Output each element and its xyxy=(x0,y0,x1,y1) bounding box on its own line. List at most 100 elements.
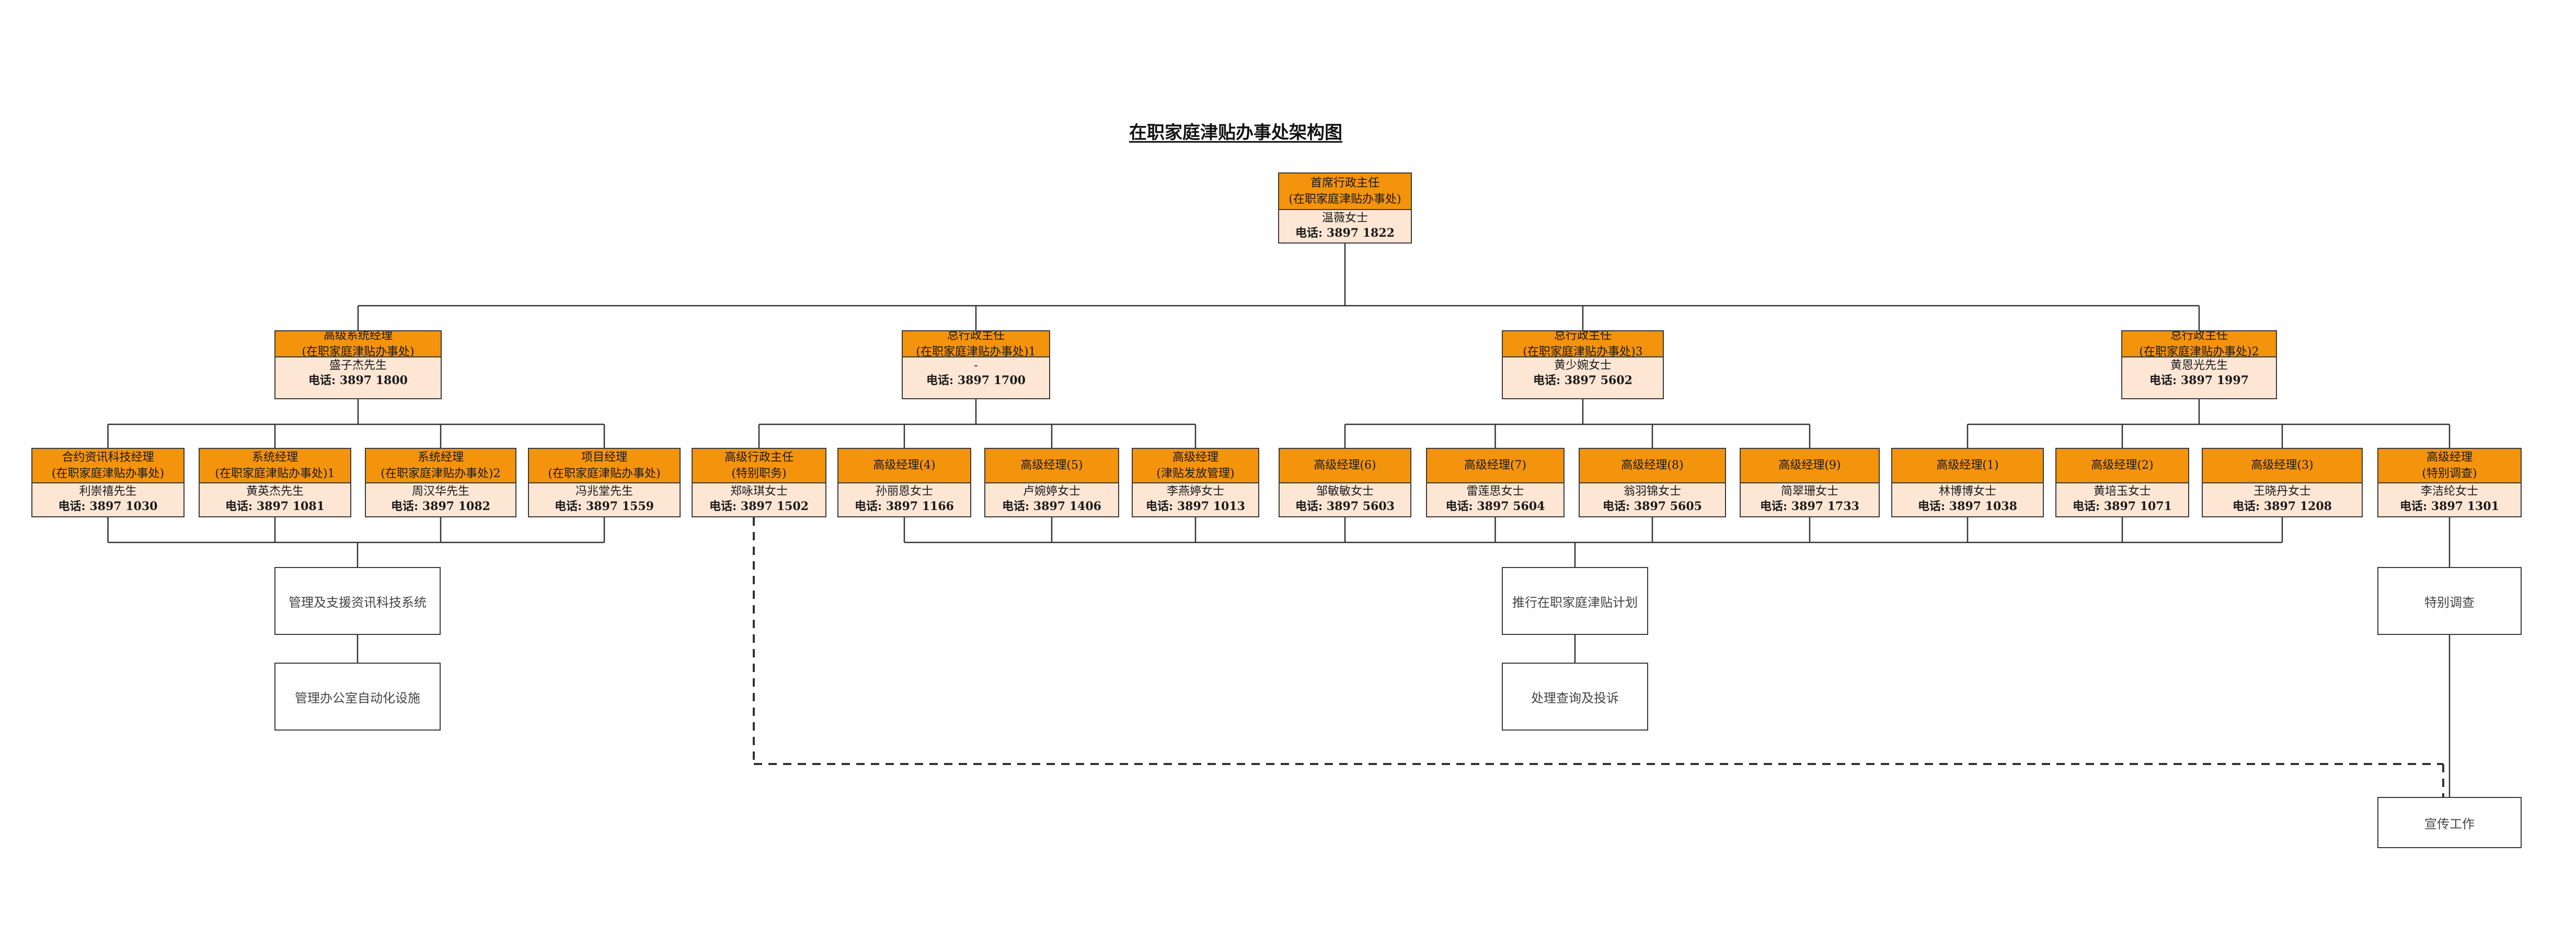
node-title-line: 高级经理(2) xyxy=(2091,459,2154,472)
node-title-line: 高级经理(8) xyxy=(1621,459,1684,472)
node-title: 高级经理(3) xyxy=(2203,449,2362,483)
node-title: 高级经理 (特别调查) xyxy=(2378,449,2521,483)
node-staff-s14: 高级经理(2) 黄培玉女士电话: 3897 1071 xyxy=(2055,448,2189,517)
node-title-line: 首席行政主任 xyxy=(1310,177,1379,190)
node-phone: 电话: 3897 1800 xyxy=(308,374,408,387)
node-person-name: 黄培玉女士 xyxy=(2093,485,2151,498)
node-person-name: 郑咏琪女士 xyxy=(730,485,788,498)
node-staff-s10: 高级经理(7) 雷莲思女士电话: 3897 5604 xyxy=(1426,448,1565,517)
node-person-name: 雷莲思女士 xyxy=(1466,485,1524,498)
node-phone: 电话: 3897 1081 xyxy=(225,500,325,513)
node-phone: 电话: 3897 1301 xyxy=(2400,500,2499,513)
node-staff-s16: 高级经理 (特别调查) 李洁纶女士电话: 3897 1301 xyxy=(2377,448,2522,517)
node-title-line: 高级系统经理 xyxy=(323,330,393,342)
node-phone: 电话: 3897 1166 xyxy=(855,500,954,513)
node-title-line: 高级经理(1) xyxy=(1936,459,1999,472)
node-staff-s6: 高级经理(4) 孙丽恩女士电话: 3897 1166 xyxy=(837,448,971,517)
duty-box-d2: 管理办公室自动化设施 xyxy=(274,663,441,731)
node-phone: 电话: 3897 1559 xyxy=(555,500,654,513)
node-title: 高级经理(8) xyxy=(1580,449,1725,483)
node-person-name: 周汉华先生 xyxy=(411,485,469,498)
node-phone: 电话: 3897 5605 xyxy=(1603,500,1702,513)
node-person-name: 邹敏敏女士 xyxy=(1316,485,1374,498)
node-person-name: 盛子杰先生 xyxy=(329,359,387,372)
node-title-line: 系统经理 xyxy=(251,451,298,464)
node-staff-s15: 高级经理(3)王晓丹女士电话: 3897 1208 xyxy=(2202,448,2363,517)
node-title: 高级行政主任(特别职务) xyxy=(693,449,825,483)
node-title-line: (在职家庭津贴办事处)2 xyxy=(2139,345,2259,358)
node-title: 高级经理(7) xyxy=(1427,449,1563,483)
node-person-name: 李燕婷女士 xyxy=(1166,485,1224,498)
node-title-line: 高级经理(3) xyxy=(2251,459,2314,472)
node-title-line: (在职家庭津贴办事处)2 xyxy=(381,467,501,480)
node-phone: 电话: 3897 1997 xyxy=(2149,374,2249,387)
node-phone: 电话: 3897 1071 xyxy=(2073,500,2172,513)
node-phone: 电话: 3897 1030 xyxy=(58,500,158,513)
duty-box-d5: 特别调查 xyxy=(2377,567,2522,635)
node-title-line: 总行政主任 xyxy=(1554,330,1612,342)
node-manager-m2: 总行政主任 (在职家庭津贴办事处)1- 电话: 3897 1700 xyxy=(902,330,1050,399)
node-title-line: 项目经理 xyxy=(581,451,627,464)
node-person-name: 孙丽恩女士 xyxy=(875,485,933,498)
node-person-name: 简翠珊女士 xyxy=(1780,485,1838,498)
node-title-line: (在职家庭津贴办事处)1 xyxy=(215,467,335,480)
node-staff-s7: 高级经理(5)卢婉婷女士电话: 3897 1406 xyxy=(984,448,1119,517)
node-title-line: (特别调查) xyxy=(2422,467,2477,480)
node-title-line: (在职家庭津贴办事处) xyxy=(51,467,165,480)
node-phone: 电话: 3897 1406 xyxy=(1002,500,1101,513)
node-phone: 电话: 3897 5602 xyxy=(1533,374,1632,387)
node-person-name: 冯兆堂先生 xyxy=(575,485,633,498)
node-title: 总行政主任(在职家庭津贴办事处)2 xyxy=(2122,331,2276,358)
node-title-line: (在职家庭津贴办事处) xyxy=(302,345,415,358)
node-person-name: 黄英杰先生 xyxy=(246,485,304,498)
node-title: 高级经理(1) xyxy=(1892,449,2043,483)
node-person-name: 黄少婉女士 xyxy=(1554,359,1612,372)
node-staff-s9: 高级经理(6) 邹敏敏女士电话: 3897 5603 xyxy=(1279,448,1411,517)
node-chief-executive: 首席行政主任(在职家庭津贴办事处) 温薇女士电话: 3897 1822 xyxy=(1278,172,1412,244)
node-staff-s13: 高级经理(1) 林博博女士电话: 3897 1038 xyxy=(1891,448,2044,517)
node-title-line: 高级经理 xyxy=(1172,451,1218,464)
node-person-name: 林博博女士 xyxy=(1938,485,1996,498)
node-title-line: 高级经理(5) xyxy=(1020,459,1083,472)
node-title: 系统经理 (在职家庭津贴办事处)2 xyxy=(366,449,515,483)
node-title: 高级经理(5) xyxy=(985,449,1118,483)
duty-box-d4: 处理查询及投诉 xyxy=(1502,663,1648,731)
node-phone: 电话: 3897 5604 xyxy=(1445,500,1545,513)
node-person-name: 翁羽锦女士 xyxy=(1623,485,1681,498)
node-title-line: 高级行政主任 xyxy=(724,451,794,464)
node-title: 总行政主任 (在职家庭津贴办事处)1 xyxy=(903,330,1049,358)
duty-box-d3: 推行在职家庭津贴计划 xyxy=(1502,567,1648,635)
node-person-name: - xyxy=(974,359,978,372)
node-title-line: (在职家庭津贴办事处) xyxy=(548,467,661,480)
node-title: 高级经理(6) xyxy=(1280,449,1410,483)
node-title: 高级经理(2) xyxy=(2056,449,2188,483)
node-phone: 电话: 3897 1822 xyxy=(1295,226,1395,240)
node-person-name: 李洁纶女士 xyxy=(2420,485,2478,498)
duty-box-d6: 宣传工作 xyxy=(2377,797,2522,848)
node-staff-s4: 项目经理 (在职家庭津贴办事处) 冯兆堂先生电话: 3897 1559 xyxy=(528,448,681,517)
node-person-name: 利崇禧先生 xyxy=(79,485,137,498)
node-title-line: (津贴发放管理) xyxy=(1156,467,1235,480)
node-title: 高级经理 (津贴发放管理) xyxy=(1133,449,1258,483)
node-phone: 电话: 3897 1208 xyxy=(2233,500,2332,513)
node-person-name: 温薇女士 xyxy=(1321,212,1368,225)
node-title-line: (在职家庭津贴办事处)3 xyxy=(1523,345,1643,358)
node-phone: 电话: 3897 5603 xyxy=(1295,500,1395,513)
node-person-name: 黄恩光先生 xyxy=(2170,359,2228,372)
node-title-line: 高级经理 xyxy=(2426,451,2472,464)
node-title: 合约资讯科技经理 (在职家庭津贴办事处) xyxy=(32,449,183,483)
node-manager-m1: 高级系统经理 (在职家庭津贴办事处)盛子杰先生电话: 3897 1800 xyxy=(274,330,442,399)
node-title-line: (在职家庭津贴办事处)1 xyxy=(916,345,1036,358)
node-title: 总行政主任 (在职家庭津贴办事处)3 xyxy=(1503,330,1663,358)
node-phone: 电话: 3897 1700 xyxy=(926,374,1026,387)
node-title-line: 总行政主任 xyxy=(947,330,1005,342)
node-title: 首席行政主任(在职家庭津贴办事处) xyxy=(1279,173,1411,210)
node-phone: 电话: 3897 1038 xyxy=(1918,500,2017,513)
node-title-line: 系统经理 xyxy=(417,451,464,464)
node-staff-s11: 高级经理(8) 翁羽锦女士电话: 3897 5605 xyxy=(1579,448,1726,517)
node-title-line: 合约资讯科技经理 xyxy=(62,451,154,464)
node-title: 高级经理(4) xyxy=(838,449,970,483)
